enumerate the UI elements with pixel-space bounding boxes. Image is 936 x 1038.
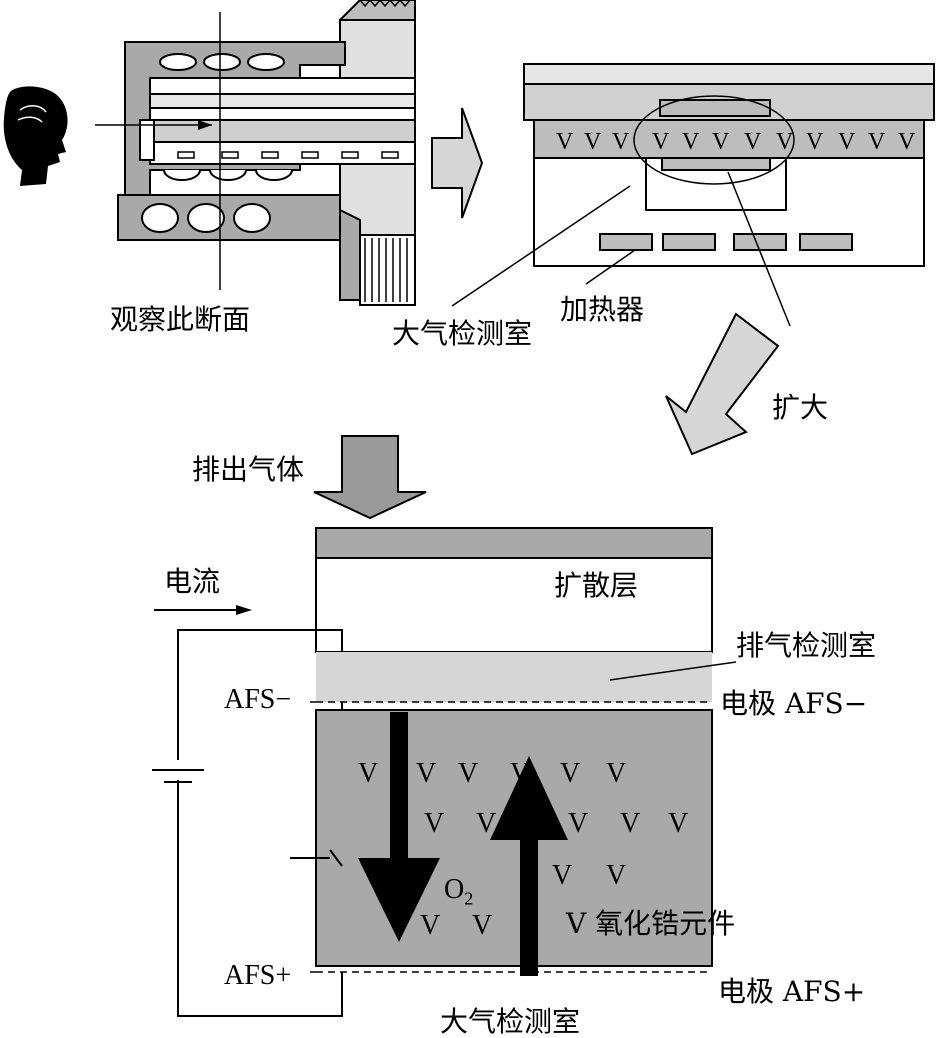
exhaust-gas-arrow: [313, 435, 427, 520]
exhaust-gas-label: 排出气体: [192, 453, 305, 486]
v-mark: V: [744, 129, 762, 155]
current-label: 电流: [164, 565, 221, 598]
afs-plus-label: AFS+: [224, 960, 292, 991]
sensor-cross-section: [95, 0, 416, 306]
electrode-afs-minus-label: 电极 AFS−: [720, 687, 868, 720]
atm-chamber-bottom-label: 大气检测室: [440, 1005, 581, 1038]
v-mark: V: [620, 808, 640, 839]
v-mark: V: [612, 129, 630, 155]
diffusion-layer-label: 扩散层: [554, 569, 639, 602]
v-mark: V: [606, 758, 626, 789]
v-mark: V: [476, 808, 496, 839]
zirconia-element-label: V 氧化锆元件: [566, 907, 736, 940]
v-mark: V: [568, 808, 588, 839]
o2-label: O2: [444, 876, 473, 908]
o2-base: O: [444, 874, 465, 905]
v-mark: V: [606, 860, 626, 891]
v-mark: V: [424, 808, 444, 839]
observe-section-label: 观察此断面: [110, 303, 251, 336]
enlarge-label: 扩大: [772, 391, 829, 424]
person-head-icon: [3, 86, 68, 186]
o2-down-arrow: [358, 712, 440, 942]
v-mark: V: [358, 758, 378, 789]
o2-subscript: 2: [464, 888, 474, 909]
electrode-afs-plus-label: 电极 AFS+: [718, 975, 866, 1008]
v-mark: V: [416, 758, 436, 789]
circuit-wire: [152, 605, 343, 1017]
v-mark: V: [712, 129, 730, 155]
v-mark: V: [682, 129, 700, 155]
transition-arrow-right: [431, 107, 484, 219]
o2-up-arrow: [490, 756, 568, 976]
heater-label: 加热器: [560, 293, 645, 326]
v-mark: V: [868, 129, 886, 155]
v-mark: V: [668, 808, 688, 839]
v-mark: V: [838, 129, 856, 155]
v-mark: V: [652, 129, 670, 155]
v-mark: V: [776, 129, 794, 155]
enlarge-arrow: [665, 312, 780, 456]
v-mark: V: [584, 129, 602, 155]
v-mark: V: [472, 910, 492, 941]
sensing-area-view: [451, 63, 935, 327]
v-mark: V: [898, 129, 916, 155]
v-mark: V: [552, 860, 572, 891]
v-mark: V: [806, 129, 824, 155]
exhaust-chamber-label: 排气检测室: [736, 629, 877, 662]
v-mark: V: [560, 758, 580, 789]
atm-chamber-top-label: 大气检测室: [392, 317, 533, 350]
v-mark: V: [420, 910, 440, 941]
afs-minus-label: AFS−: [224, 684, 292, 715]
v-mark: V: [556, 129, 574, 155]
v-mark: V: [458, 758, 478, 789]
